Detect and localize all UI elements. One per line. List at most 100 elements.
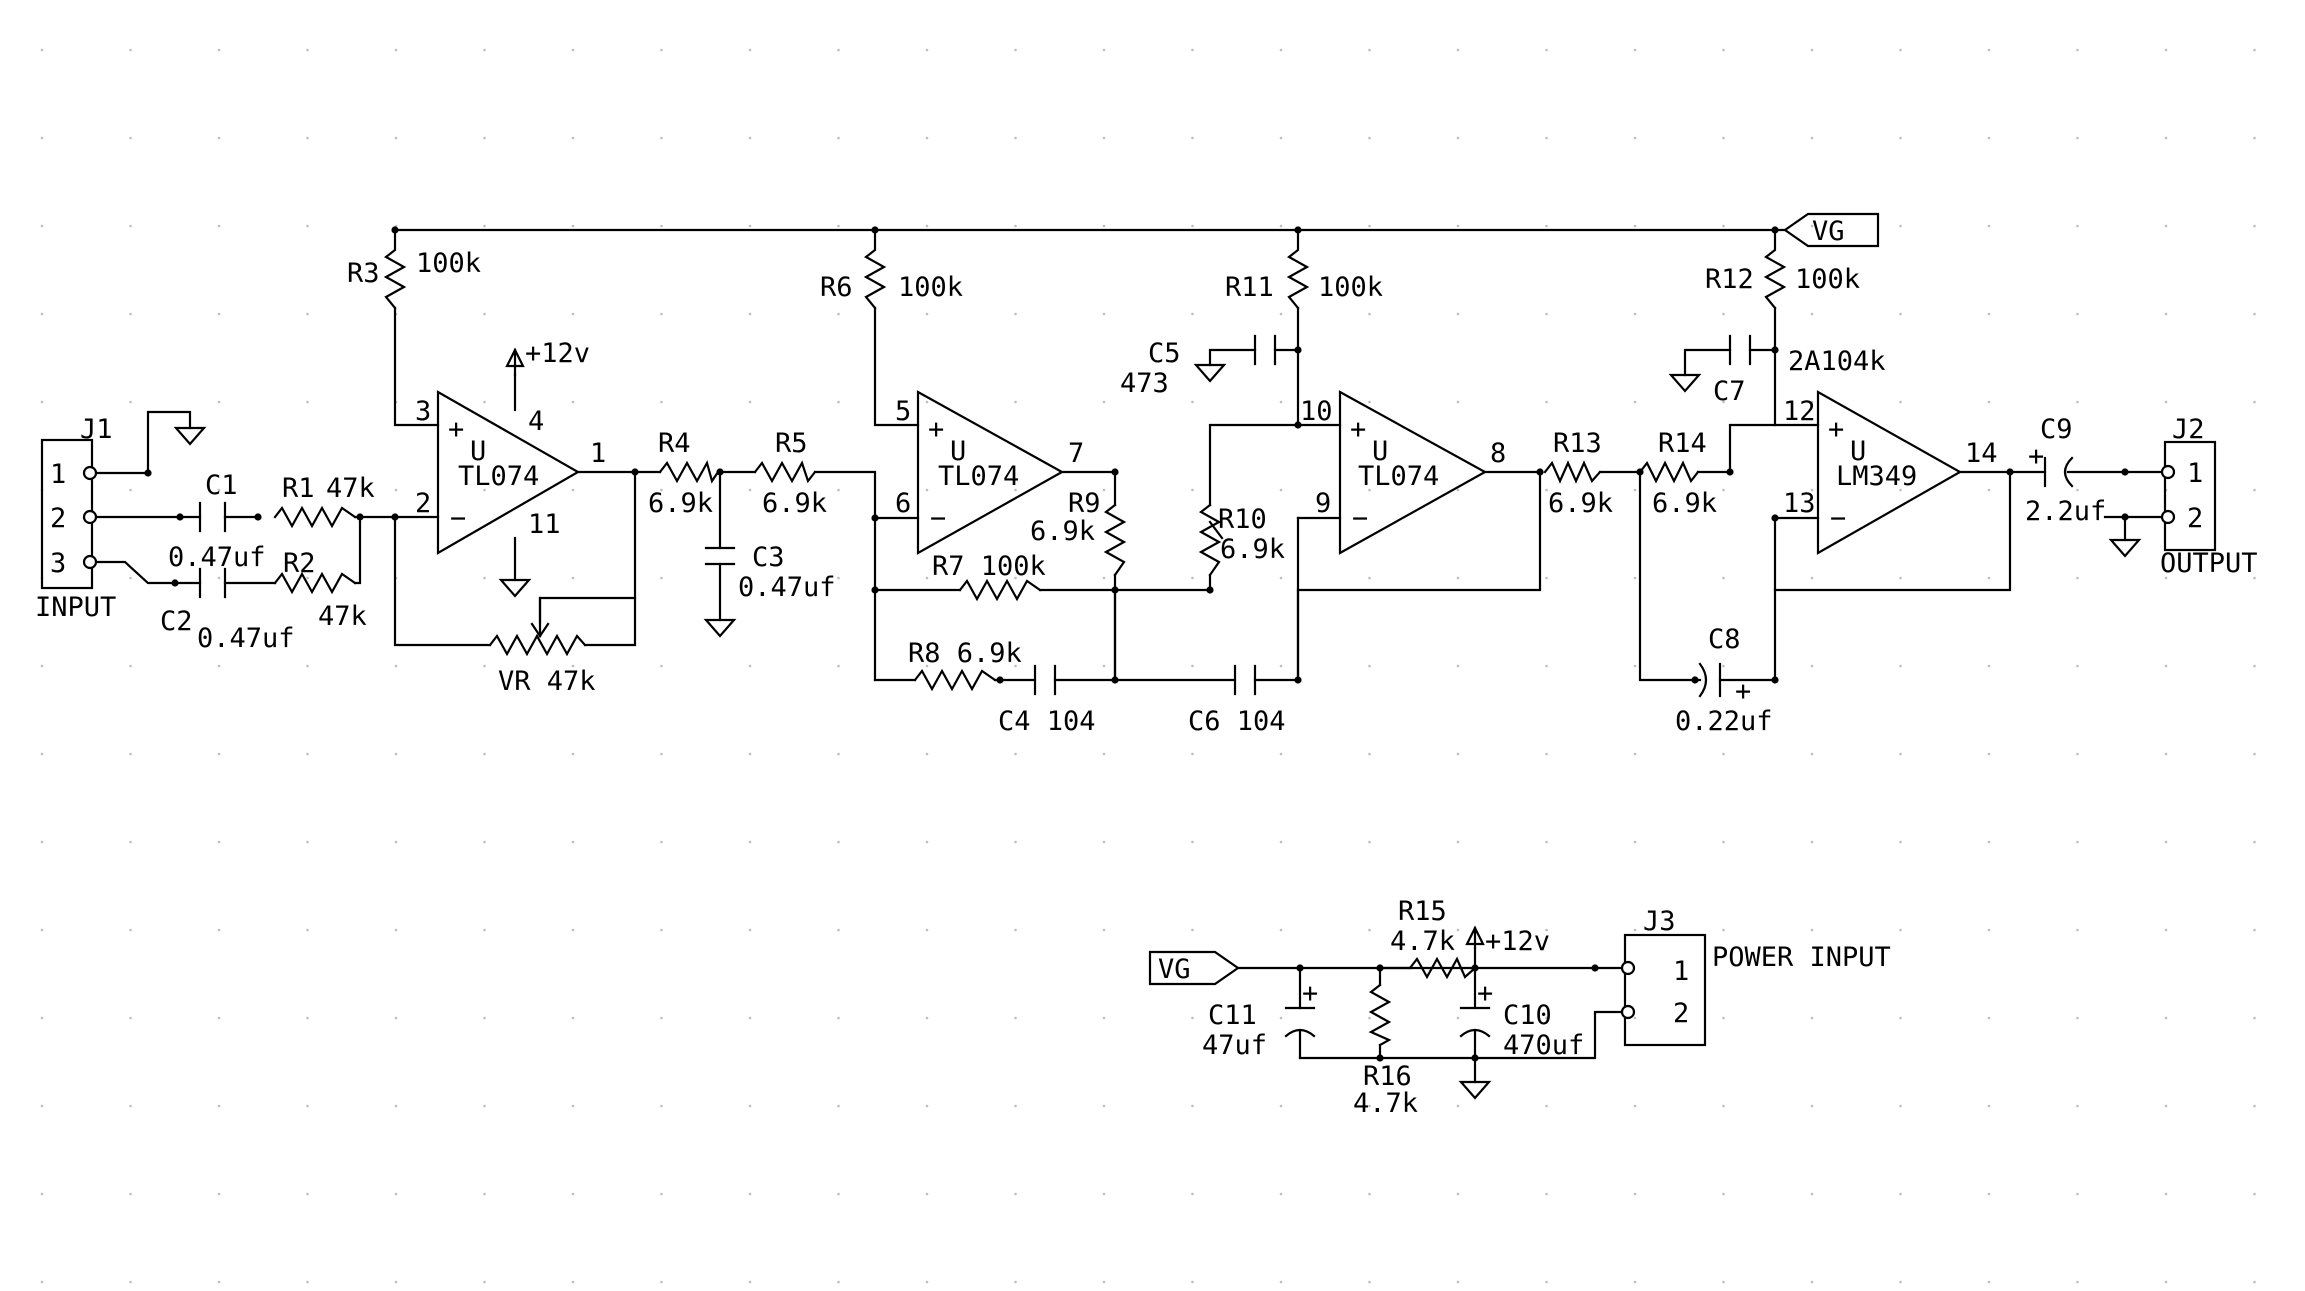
junction-dot xyxy=(1726,468,1734,476)
grid-dot xyxy=(306,840,309,844)
grid-dot xyxy=(1810,312,1814,316)
grid-dot xyxy=(837,488,840,492)
grid-dot xyxy=(2076,1016,2079,1020)
grid-dot xyxy=(1987,488,1991,492)
j1-label: J1 xyxy=(80,414,113,445)
grid-dot xyxy=(483,48,486,52)
grid-dot xyxy=(40,1016,44,1020)
u1-minus: − xyxy=(450,503,466,534)
grid-dot xyxy=(1456,224,1460,228)
junction-dot xyxy=(176,513,184,521)
grid-dot xyxy=(1279,400,1283,404)
grid-dot xyxy=(748,312,752,316)
grid-dot xyxy=(571,840,575,844)
r8-label: R8 6.9k xyxy=(908,638,1022,669)
grid-dot xyxy=(40,136,44,140)
grid-dot xyxy=(1014,664,1017,668)
grid-dot xyxy=(1279,488,1283,492)
grid-dot xyxy=(1899,840,1902,844)
grid-dot xyxy=(925,576,929,580)
grid-dot xyxy=(1014,312,1017,316)
grid-dot xyxy=(1456,664,1460,668)
grid-dot xyxy=(217,400,221,404)
connector-pin xyxy=(1620,1004,1636,1020)
r1-label: R1 xyxy=(282,473,315,504)
grid-dot xyxy=(660,488,663,492)
junction-dot xyxy=(2006,468,2014,476)
grid-dot xyxy=(660,1192,663,1196)
grid-dot xyxy=(1633,312,1637,316)
r13-value: 6.9k xyxy=(1548,488,1613,519)
grid-dot xyxy=(571,752,575,756)
grid-dot xyxy=(1279,664,1283,668)
grid-dot xyxy=(1722,400,1725,404)
grid-dot xyxy=(1368,928,1371,932)
junction-dot xyxy=(1771,676,1779,684)
grid-dot xyxy=(1545,928,1548,932)
r4-label: R4 xyxy=(658,428,691,459)
grid-dot xyxy=(217,928,221,932)
grid-dot xyxy=(2164,1192,2168,1196)
grid-dot xyxy=(925,1280,929,1284)
grid-dot xyxy=(394,1104,398,1108)
grid-dot xyxy=(1102,312,1106,316)
grid-dot xyxy=(1102,48,1106,52)
grid-dot xyxy=(1899,224,1902,228)
grid-dot xyxy=(483,928,486,932)
grid-dot xyxy=(660,664,663,668)
grid-dot xyxy=(748,136,752,140)
grid-dot xyxy=(1102,1192,1106,1196)
grid-dot xyxy=(129,664,132,668)
grid-dot xyxy=(571,1280,575,1284)
grid-dot xyxy=(1368,664,1371,668)
r6-label: R6 xyxy=(820,272,853,303)
u3-pin8: 8 xyxy=(1490,438,1506,469)
grid-dot xyxy=(1102,488,1106,492)
grid-dot xyxy=(1279,752,1283,756)
u2-pin7: 7 xyxy=(1068,438,1084,469)
grid-dot xyxy=(40,1280,44,1284)
plus12v-label-a: +12v xyxy=(525,338,590,369)
grid-dot xyxy=(1191,224,1194,228)
grid-dot xyxy=(571,488,575,492)
u4-part: LM349 xyxy=(1836,461,1917,492)
grid-dot xyxy=(1545,312,1548,316)
grid-dot xyxy=(1810,664,1814,668)
grid-dot xyxy=(394,664,398,668)
grid-dot xyxy=(1810,576,1814,580)
grid-dot xyxy=(483,1280,486,1284)
grid-dot xyxy=(748,488,752,492)
grid-dot xyxy=(1368,48,1371,52)
grid-dot xyxy=(40,48,44,52)
grid-dot xyxy=(1987,664,1991,668)
grid-dot xyxy=(306,1280,309,1284)
grid-dot xyxy=(925,488,929,492)
c1-label: C1 xyxy=(205,470,238,501)
grid-dot xyxy=(1014,1016,1017,1020)
grid-dot xyxy=(2076,1280,2079,1284)
r5-label: R5 xyxy=(775,428,808,459)
junction-dot xyxy=(1636,468,1644,476)
junction-dot xyxy=(1471,1054,1479,1062)
grid-dot xyxy=(1191,664,1194,668)
background-grid xyxy=(40,48,2256,1284)
grid-dot xyxy=(1456,752,1460,756)
ground-symbols xyxy=(173,363,2142,1100)
c7-value: 2A104k xyxy=(1788,346,1886,377)
grid-dot xyxy=(2076,664,2079,668)
grid-dot xyxy=(2076,136,2079,140)
r3-value: 100k xyxy=(416,248,481,279)
grid-dot xyxy=(1810,1280,1814,1284)
grid-dot xyxy=(1633,1104,1637,1108)
r11-value: 100k xyxy=(1318,272,1383,303)
grid-dot xyxy=(1987,752,1991,756)
grid-dot xyxy=(1279,576,1283,580)
grid-dot xyxy=(2164,312,2168,316)
grid-dot xyxy=(2253,752,2256,756)
grid-dot xyxy=(2253,224,2256,228)
u4-u: U xyxy=(1850,436,1866,467)
grid-dot xyxy=(1191,48,1194,52)
grid-dot xyxy=(1722,312,1725,316)
r6-value: 100k xyxy=(898,272,963,303)
